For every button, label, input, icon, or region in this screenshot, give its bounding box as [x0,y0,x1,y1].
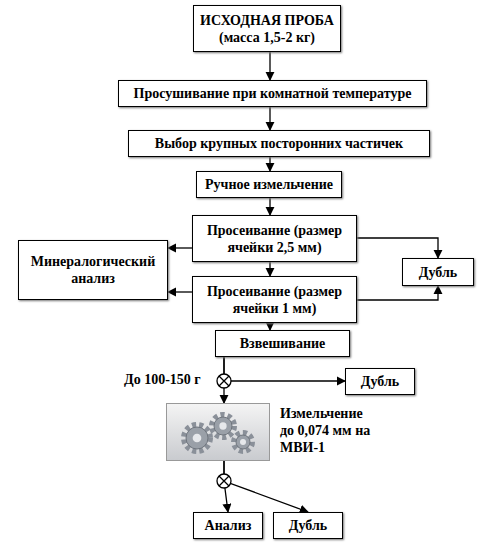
flow-arrow [168,291,192,292]
box-text: Измельчение до 0,074 мм на МВИ-1 [280,405,376,456]
gear-illustration [167,404,271,462]
process-box: Выбор крупных посторонних частичек [128,130,430,157]
junction-symbol [217,474,231,488]
box-text: Минералогический анализ [23,253,163,287]
process-box: Дубль [273,512,343,539]
process-box: Просеивание (размер ячейки 2,5 мм) [192,215,357,262]
box-text: Просушивание при комнатной температуре [134,85,412,102]
mass-note: До 100-150 г [124,372,201,388]
flow-arrow [168,247,192,248]
process-box: Дубль [345,368,415,395]
crushing-step: Измельчение до 0,074 мм на МВИ-1 [166,403,426,461]
box-text: Ручное измельчение [205,176,333,193]
box-text: Выбор крупных посторонних частичек [155,135,403,152]
process-box: Дубль [402,258,474,286]
box-text: Анализ [205,517,252,534]
box-text: Взвешивание [240,335,326,352]
flow-arrow [269,107,270,130]
flow-arrow [269,157,270,171]
gear-frame [166,403,270,461]
flow-arrow [224,357,345,381]
flow-arrow [224,461,308,512]
box-text: ИСХОДНАЯ ПРОБА (масса 1,5-2 кг) [198,12,336,46]
flow-arrow [269,262,270,276]
process-box: Просушивание при комнатной температуре [118,80,427,107]
flow-arrow [269,323,270,330]
box-text: Дубль [361,373,399,390]
box-text: Дубль [289,517,327,534]
flow-arrow [269,52,270,80]
process-box: ИСХОДНАЯ ПРОБА (масса 1,5-2 кг) [193,5,341,52]
process-box: Просеивание (размер ячейки 1 мм) [192,276,357,323]
junction-symbol [217,374,231,388]
flow-arrow [357,238,438,258]
flow-arrow [223,357,224,403]
process-box: Анализ [193,512,263,539]
box-text: Дубль [419,264,457,281]
box-text: Просеивание (размер ячейки 2,5 мм) [197,222,352,256]
flow-arrow [357,286,438,300]
flow-arrow [269,198,270,215]
process-box: Минералогический анализ [18,240,168,300]
process-box: Ручное измельчение [196,171,342,198]
process-box: Взвешивание [215,330,350,357]
box-text: Просеивание (размер ячейки 1 мм) [197,283,352,317]
